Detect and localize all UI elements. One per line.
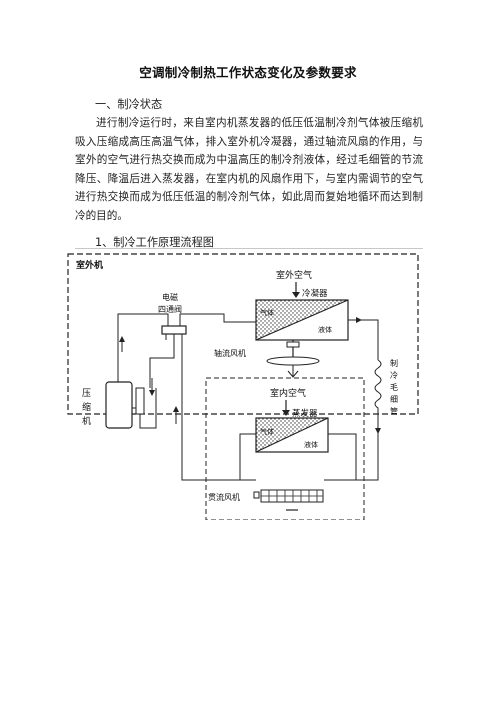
section-rule bbox=[75, 248, 423, 249]
pipe-valve-to-accumulator bbox=[149, 340, 175, 388]
refrigeration-flow-diagram: 室外机 室外空气 冷凝器 气体 液体 轴流风机 电磁 四通阀 bbox=[60, 248, 430, 520]
outdoor-unit-label: 室外机 bbox=[76, 259, 103, 271]
outdoor-air-arrowhead bbox=[292, 292, 300, 298]
condenser-label: 冷凝器 bbox=[302, 288, 328, 299]
pipe-capillary-to-evaporator bbox=[324, 458, 379, 481]
valve-label-line1: 电磁 bbox=[162, 292, 178, 302]
evaporator: 气体 液体 bbox=[255, 417, 329, 453]
four-way-valve bbox=[161, 318, 187, 340]
compressor bbox=[105, 381, 145, 429]
pipe-condenser-to-capillary bbox=[348, 319, 379, 360]
svg-text:细: 细 bbox=[390, 394, 398, 404]
condenser: 气体 液体 bbox=[255, 299, 349, 341]
valve-label-line2: 四通阀 bbox=[158, 304, 182, 314]
axial-fan-icon bbox=[266, 340, 320, 378]
pipe-evaporator-left bbox=[239, 433, 256, 480]
condenser-gas-label: 气体 bbox=[260, 308, 274, 317]
svg-text:缩: 缩 bbox=[82, 401, 91, 413]
pipe-valve-to-evaporator bbox=[181, 340, 256, 481]
section-heading: 一、制冷状态 bbox=[95, 98, 163, 111]
flow-arrow-down-mid-head bbox=[149, 390, 155, 396]
outdoor-unit-frame bbox=[67, 253, 419, 415]
flow-arrow-up-left-head bbox=[119, 336, 125, 342]
axial-fan-label: 轴流风机 bbox=[214, 348, 246, 358]
svg-text:制: 制 bbox=[390, 358, 398, 368]
pipe-valve-left bbox=[117, 313, 169, 378]
capillary-label: 制 冷 毛 细 管 bbox=[390, 358, 398, 416]
pipe-accumulator-to-compressor bbox=[139, 388, 157, 429]
svg-text:压: 压 bbox=[82, 388, 91, 399]
flow-arrow-up-center-head bbox=[173, 406, 179, 412]
capillary-tube-icon bbox=[374, 359, 382, 458]
indoor-air-arrowhead bbox=[282, 410, 290, 416]
evaporator-liquid-label: 液体 bbox=[304, 440, 318, 449]
svg-text:机: 机 bbox=[82, 415, 91, 427]
outdoor-air-label: 室外空气 bbox=[276, 269, 312, 281]
crossflow-fan-label: 贯流风机 bbox=[208, 492, 240, 502]
indoor-air-label: 室内空气 bbox=[270, 387, 306, 399]
diagram-subheading: 1、制冷工作原理流程图 bbox=[95, 236, 214, 249]
pipe-valve-to-condenser bbox=[179, 313, 256, 323]
crossflow-fan-icon bbox=[253, 489, 324, 511]
svg-text:管: 管 bbox=[390, 406, 398, 416]
evaporator-gas-label: 气体 bbox=[260, 427, 274, 436]
svg-text:冷: 冷 bbox=[390, 370, 398, 380]
compressor-label: 压 缩 机 bbox=[82, 388, 91, 427]
svg-text:毛: 毛 bbox=[390, 382, 398, 392]
flow-arrow-right bbox=[356, 317, 362, 323]
flow-arrow-down-right-head bbox=[375, 428, 381, 434]
document-title: 空调制冷制热工作状态变化及参数要求 bbox=[139, 65, 357, 80]
evaporator-label: 蒸发器 bbox=[292, 408, 318, 419]
indoor-unit-frame bbox=[205, 377, 365, 520]
pipe-evaporator-right bbox=[328, 433, 357, 480]
body-paragraph: 进行制冷运行时，来自室内机蒸发器的低压低温制冷剂气体被压缩机吸入压缩成高压高温气… bbox=[75, 117, 423, 222]
condenser-liquid-label: 液体 bbox=[318, 325, 332, 334]
